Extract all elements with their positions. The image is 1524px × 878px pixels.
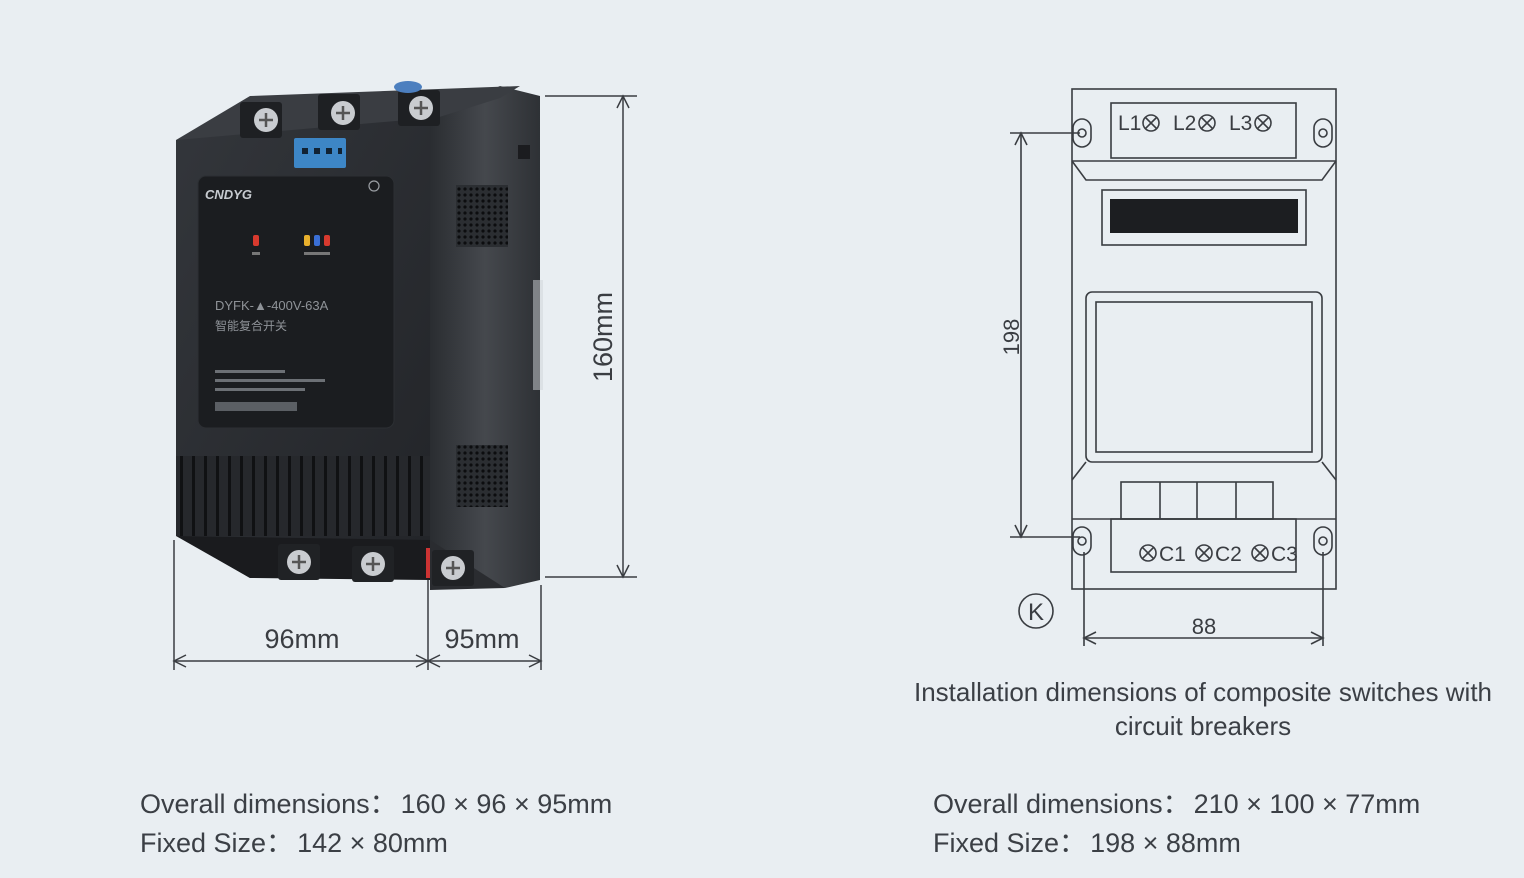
breaker-frame-inner	[1095, 301, 1313, 453]
depth-dimension-label: 95mm	[444, 624, 519, 654]
left-overall-value: 160 × 96 × 95mm	[400, 789, 613, 819]
top-terminal-labels: L1 L2 L3	[1118, 112, 1252, 135]
bottom-terminal-labels: C1 C2 C3	[1159, 543, 1298, 566]
blue-signal-connector	[294, 138, 346, 168]
left-fixed-value: 142 × 80mm	[297, 828, 448, 858]
terminal-label-l1: L1	[1118, 112, 1141, 135]
terminal-label-c1: C1	[1159, 543, 1186, 566]
right-dimension-lines	[1010, 131, 1325, 646]
left-fixed-row: Fixed Size：142 × 80mm	[140, 824, 612, 863]
terminal-label-c3: C3	[1271, 543, 1298, 566]
terminal-label-c2: C2	[1215, 543, 1242, 566]
right-fixed-row: Fixed Size：198 × 88mm	[933, 824, 1420, 863]
technical-drawing	[1010, 88, 1337, 646]
right-fixed-label: Fixed Size：	[933, 828, 1087, 858]
terminal-screw-symbols	[1139, 114, 1272, 562]
brand-logo: CNDYG	[205, 187, 252, 202]
status-leds	[252, 235, 330, 255]
height-dimension-label: 160mm	[588, 292, 618, 382]
device-photo: CNDYG DYFK-▲-400V-63A 智能复合开关	[176, 81, 543, 590]
breaker-frame-outer	[1085, 291, 1323, 463]
din-rail-slot	[533, 280, 543, 390]
side-vent-lower	[456, 445, 508, 507]
outline-body	[1071, 88, 1337, 590]
right-overall-value: 210 × 100 × 77mm	[1193, 789, 1421, 819]
left-fixed-label: Fixed Size：	[140, 828, 294, 858]
model-line-text: DYFK-▲-400V-63A	[215, 298, 329, 313]
mounting-holes	[1072, 118, 1333, 556]
width-dimension-label: 96mm	[264, 624, 339, 654]
right-spec-block: Overall dimensions：210 × 100 × 77mm Fixe…	[933, 785, 1420, 863]
nameplate-fine-print	[215, 370, 325, 411]
left-overall-row: Overall dimensions：160 × 96 × 95mm	[140, 785, 612, 824]
top-terminal-block	[1110, 102, 1297, 159]
display-bar	[1110, 199, 1298, 233]
left-dimension-lines	[172, 94, 637, 670]
drawing-caption: Installation dimensions of composite swi…	[913, 677, 1493, 741]
terminal-label-l2: L2	[1173, 112, 1196, 135]
side-vent-upper	[456, 185, 508, 247]
terminal-label-l3: L3	[1229, 112, 1252, 135]
bottom-terminal-screws	[278, 544, 474, 586]
product-name-text: 智能复合开关	[215, 318, 287, 333]
front-label-panel	[197, 175, 395, 429]
cert-mark-icon	[368, 180, 380, 192]
k-mark-label: K	[1028, 599, 1044, 626]
k-mark-circle	[1018, 593, 1054, 629]
right-overall-label: Overall dimensions：	[933, 789, 1190, 819]
device-side-panel	[430, 86, 540, 588]
display-window	[1101, 189, 1307, 246]
left-overall-label: Overall dimensions：	[140, 789, 397, 819]
front-heatsink	[176, 456, 430, 536]
drawing-width-label: 88	[1192, 614, 1216, 639]
drawing-height-label: 198	[999, 319, 1024, 356]
right-fixed-value: 198 × 88mm	[1090, 828, 1241, 858]
right-overall-row: Overall dimensions：210 × 100 × 77mm	[933, 785, 1420, 824]
din-clip	[518, 145, 530, 159]
top-terminal-screws	[240, 81, 440, 138]
left-spec-block: Overall dimensions：160 × 96 × 95mm Fixed…	[140, 785, 612, 863]
